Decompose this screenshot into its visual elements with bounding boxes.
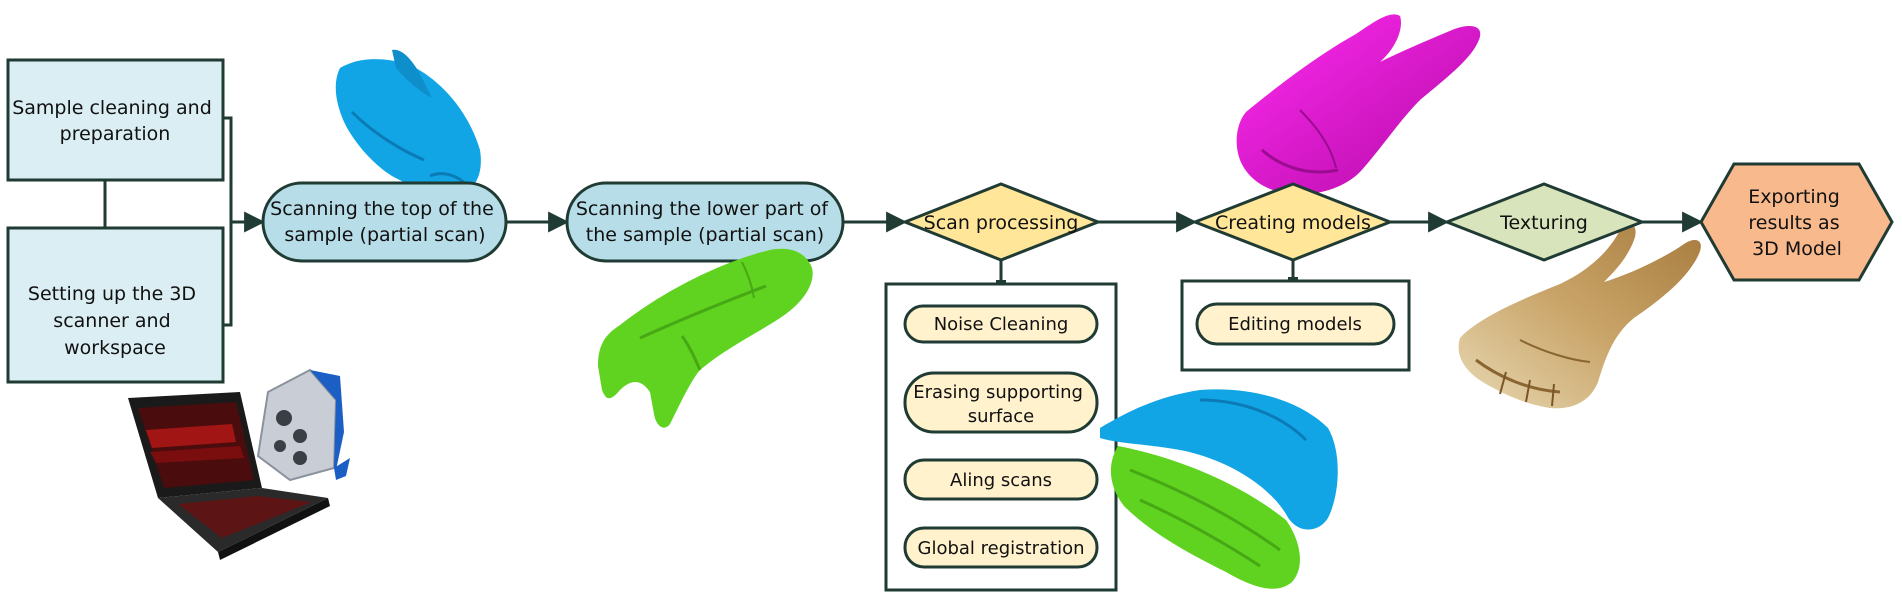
step-export: Exporting results as 3D Model (1699, 162, 1894, 282)
scan-lower-label: Scanning the lower part of the sample (p… (576, 198, 834, 246)
aligned-scan-icon (1100, 389, 1338, 589)
blue-top-scan-icon (335, 49, 481, 195)
step-texturing: Texturing (1442, 182, 1647, 262)
svg-text:Editing models: Editing models (1228, 314, 1362, 335)
texturing-label: Texturing (1499, 212, 1588, 234)
green-lower-scan-icon (598, 248, 813, 428)
svg-text:Erasing supporting sur: Erasing supporting surface (913, 382, 1088, 427)
laptop-icon (128, 392, 330, 560)
sample-cleaning-label: Sample cleaning and preparation (12, 97, 218, 145)
creating-models-label: Creating models (1215, 212, 1371, 234)
sub-step-global-registration: Global registration (903, 526, 1099, 569)
magenta-model-icon (1236, 14, 1481, 195)
sub-step-editing-models: Editing models (1195, 302, 1396, 346)
sub-step-erasing-surface: Erasing supporting surface (903, 371, 1099, 434)
step-scan-processing: Scan processing (900, 182, 1103, 262)
svg-text:Global registration: Global registration (918, 538, 1085, 559)
step-creating-models: Creating models (1190, 182, 1395, 262)
creating-models-sublist: Editing models (1180, 279, 1411, 372)
step-scan-top: Scanning the top of the sample (partial … (261, 181, 508, 263)
scan-processing-sublist: Noise Cleaning Erasing supporting surfac… (884, 282, 1118, 592)
scan-processing-label: Scan processing (924, 212, 1079, 234)
sub-step-aling-scans: Aling scans (903, 458, 1099, 501)
3d-scanner-icon (256, 368, 350, 482)
sub-step-noise-cleaning: Noise Cleaning (903, 304, 1099, 344)
svg-text:Aling scans: Aling scans (950, 470, 1052, 491)
setup-scanner-label: Setting up the 3D scanner and workspace (28, 283, 202, 359)
step-sample-cleaning: Sample cleaning and preparation (6, 58, 225, 182)
svg-text:Noise Cleaning: Noise Cleaning (934, 314, 1069, 335)
textured-model-icon (1458, 223, 1701, 409)
step-scan-lower: Scanning the lower part of the sample (p… (565, 181, 845, 263)
export-label: Exporting results as 3D Model (1748, 186, 1846, 260)
scan-top-label: Scanning the top of the sample (partial … (270, 198, 500, 246)
step-setup-scanner: Setting up the 3D scanner and workspace (6, 226, 225, 384)
